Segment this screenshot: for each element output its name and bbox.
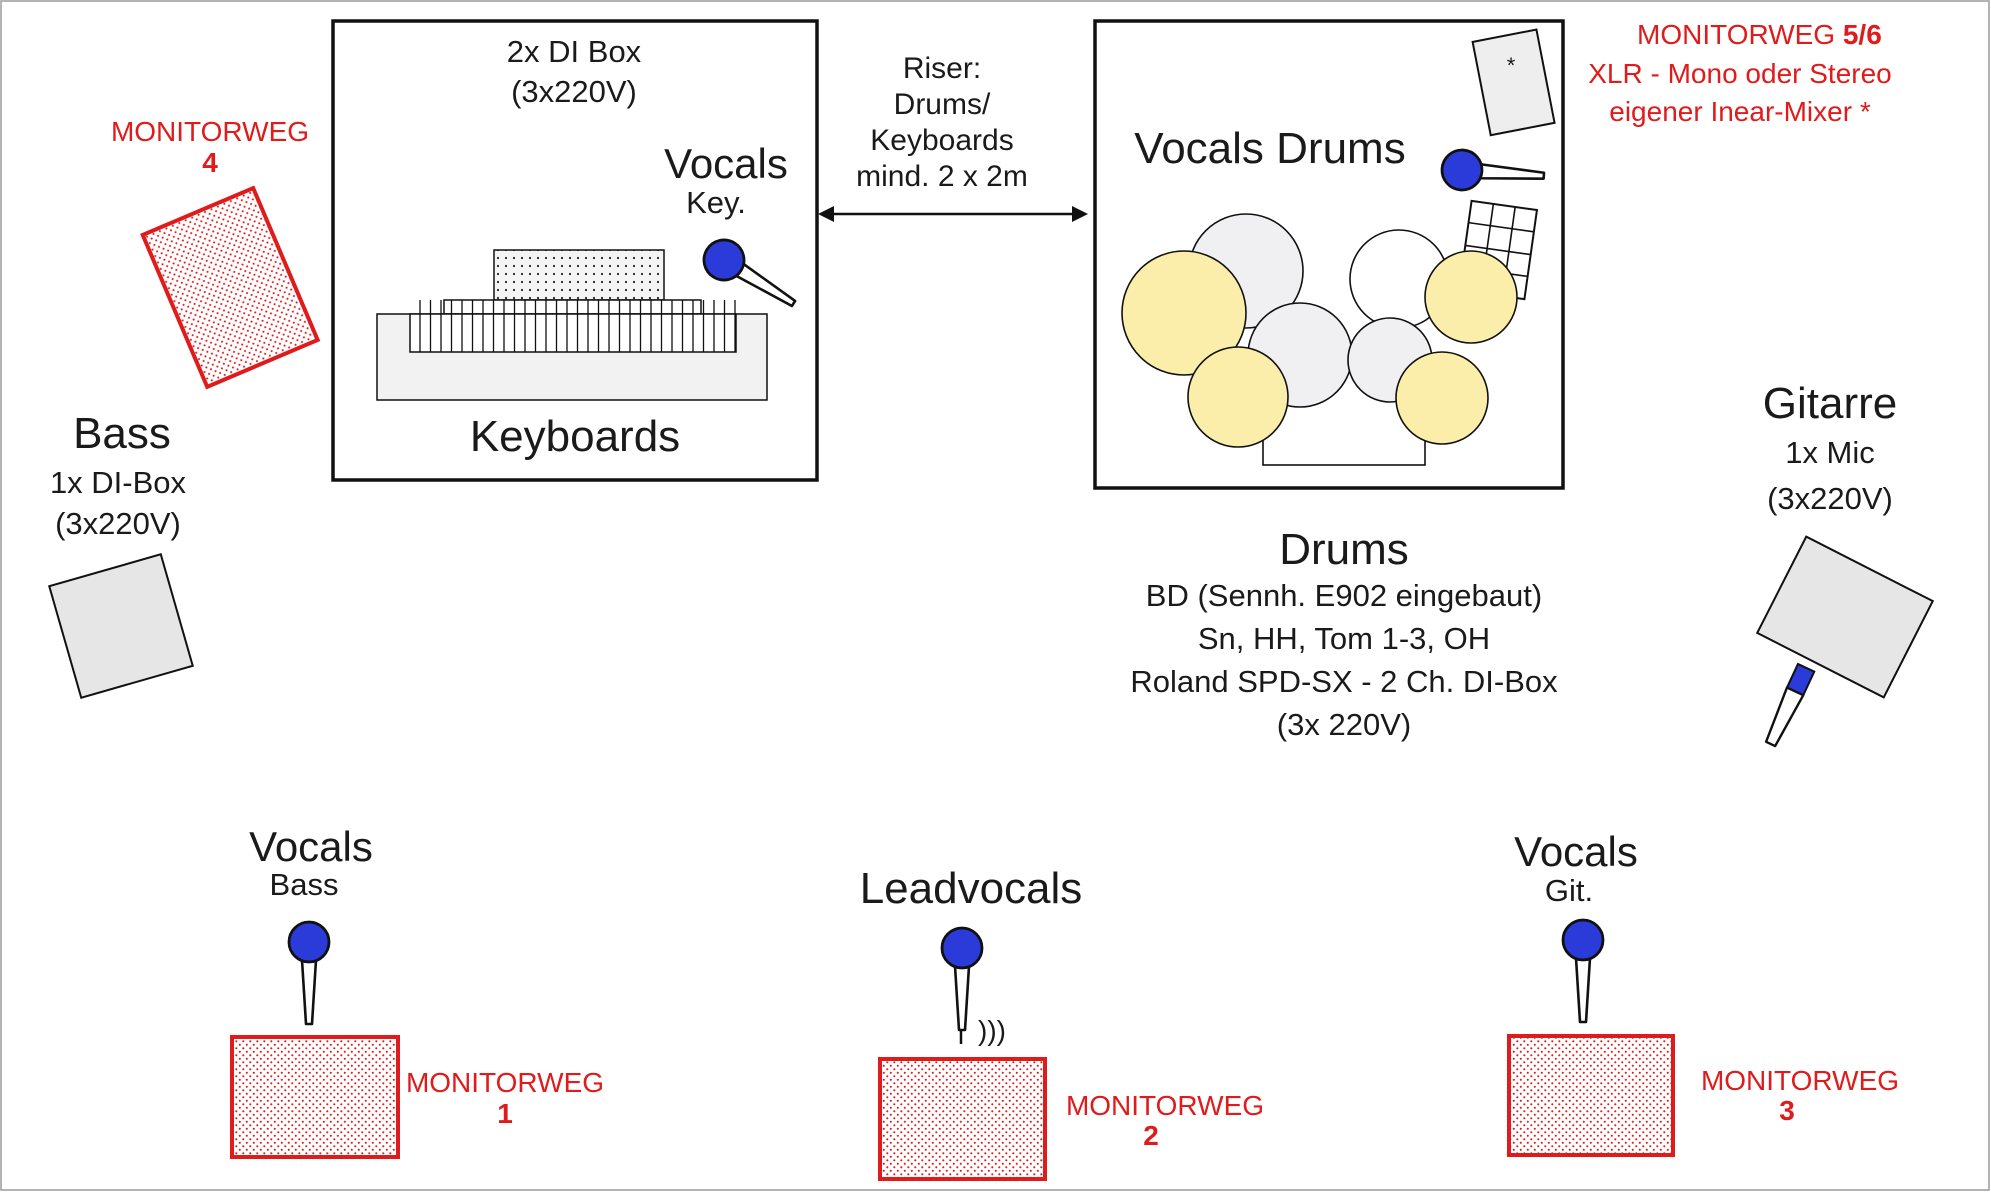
leadvocals-mic-icon bbox=[940, 926, 984, 1032]
drums-info-line3: Roland SPD-SX - 2 Ch. DI-Box bbox=[1130, 664, 1558, 699]
leadvocals-station: Leadvocals ))) bbox=[860, 864, 1083, 1046]
monitor-4-wedge-icon bbox=[140, 185, 321, 390]
monitor-2: MONITORWEG 2 bbox=[878, 1057, 1264, 1181]
bass-station: Bass 1x DI-Box (3x220V) bbox=[48, 409, 194, 699]
monitor-4-number: 4 bbox=[202, 147, 218, 178]
monitor-4-label: MONITORWEG bbox=[111, 116, 309, 147]
vocals-bass-sub: Bass bbox=[270, 867, 339, 902]
monitor-1: MONITORWEG 1 bbox=[230, 1035, 604, 1159]
monitor-56-line2: XLR - Mono oder Stereo bbox=[1588, 58, 1892, 89]
guitar-station: Gitarre 1x Mic (3x220V) bbox=[1755, 379, 1935, 748]
monitor-56-title: MONITORWEG 5/6 bbox=[1637, 19, 1882, 50]
monitor-56-line3: eigener Inear-Mixer * bbox=[1609, 96, 1871, 127]
drums-info-line2: Sn, HH, Tom 1-3, OH bbox=[1198, 621, 1490, 656]
vocals-key-sub: Key. bbox=[686, 185, 746, 220]
monitor-1-label: MONITORWEG bbox=[406, 1067, 604, 1098]
monitor-3-label: MONITORWEG bbox=[1701, 1065, 1899, 1096]
riser-note-line1: Riser: bbox=[903, 52, 981, 85]
monitor-2-wedge-icon bbox=[878, 1057, 1047, 1181]
keyboard-vocal-mic-icon bbox=[702, 238, 797, 308]
guitar-mic-text: 1x Mic bbox=[1785, 435, 1875, 470]
riser-note: Riser: Drums/ Keyboards mind. 2 x 2m bbox=[818, 52, 1088, 222]
vocals-bass-station: Vocals Bass bbox=[249, 823, 373, 1026]
monitor-1-wedge-icon bbox=[230, 1035, 400, 1159]
monitor-3: MONITORWEG 3 bbox=[1507, 1034, 1899, 1157]
keyboard-stack-icon bbox=[376, 249, 768, 401]
keyboard-riser: 2x DI Box (3x220V) Vocals Key. Keyboards bbox=[331, 19, 819, 482]
vocals-git-sub: Git. bbox=[1545, 873, 1593, 908]
vocals-git-title: Vocals bbox=[1514, 828, 1638, 875]
guitar-amp-mic-icon bbox=[1764, 662, 1816, 748]
riser-distance-arrow-icon bbox=[818, 206, 1088, 222]
vocals-git-station: Vocals Git. bbox=[1514, 828, 1638, 1024]
riser-note-line3: Keyboards bbox=[870, 124, 1013, 157]
drum-vocal-mic-icon bbox=[1440, 148, 1546, 192]
vocals-drums-label: Vocals Drums bbox=[1134, 124, 1405, 173]
monitor-3-wedge-icon bbox=[1507, 1034, 1675, 1157]
drums-info-line1: BD (Sennh. E902 eingebaut) bbox=[1146, 578, 1542, 613]
drums-info-line4: (3x 220V) bbox=[1277, 707, 1411, 742]
inear-mixer-icon: * bbox=[1471, 28, 1556, 137]
drum-riser: Vocals Drums * bbox=[1093, 19, 1565, 490]
vocals-bass-title: Vocals bbox=[249, 823, 373, 870]
bass-di-text: 1x DI-Box bbox=[50, 465, 187, 500]
bass-amp-icon bbox=[48, 553, 194, 699]
keyboard-di-text: 2x DI Box bbox=[507, 34, 642, 69]
vocals-key-title: Vocals bbox=[664, 140, 788, 187]
drum-kit-icon bbox=[1121, 213, 1518, 466]
monitor-2-label: MONITORWEG bbox=[1066, 1090, 1264, 1121]
keyboard-di-power: (3x220V) bbox=[511, 74, 637, 109]
leadvocals-title: Leadvocals bbox=[860, 864, 1083, 913]
riser-note-line2: Drums/ bbox=[894, 88, 991, 121]
svg-text:*: * bbox=[1507, 53, 1516, 78]
vocals-bass-mic-icon bbox=[287, 920, 331, 1026]
guitar-title: Gitarre bbox=[1763, 379, 1897, 428]
guitar-power-text: (3x220V) bbox=[1767, 481, 1893, 516]
guitar-amp-icon bbox=[1755, 535, 1935, 699]
monitor-56-note: MONITORWEG 5/6 XLR - Mono oder Stereo ei… bbox=[1588, 19, 1892, 127]
drums-info: Drums BD (Sennh. E902 eingebaut) Sn, HH,… bbox=[1130, 525, 1558, 742]
riser-note-line4: mind. 2 x 2m bbox=[856, 160, 1028, 193]
monitor-3-number: 3 bbox=[1779, 1095, 1795, 1126]
bass-power-text: (3x220V) bbox=[55, 506, 181, 541]
vocals-git-mic-icon bbox=[1561, 918, 1605, 1024]
monitor-1-number: 1 bbox=[497, 1098, 513, 1129]
bass-title: Bass bbox=[73, 409, 171, 458]
drums-info-title: Drums bbox=[1279, 525, 1409, 574]
monitor-2-number: 2 bbox=[1143, 1120, 1159, 1151]
leadvocals-wireless-icon: ))) bbox=[978, 1015, 1006, 1046]
monitor-4: MONITORWEG 4 bbox=[111, 116, 321, 390]
keyboards-label: Keyboards bbox=[470, 412, 680, 461]
